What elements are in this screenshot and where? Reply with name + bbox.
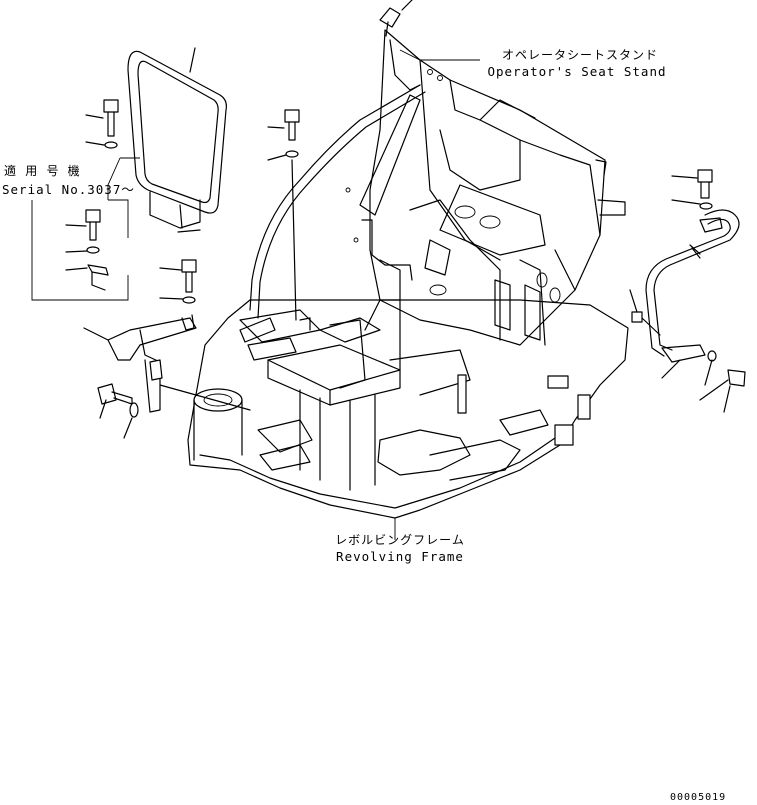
left-handrail: [127, 47, 227, 233]
serial-label-en: Serial No.3037～: [2, 182, 135, 197]
left-bracket: [83, 314, 251, 439]
right-handrail: [629, 169, 746, 413]
frame-label-en: Revolving Frame: [336, 549, 464, 564]
frame-label-jp: レボルビングフレーム: [335, 533, 465, 547]
serial-label-jp: 適 用 号 機: [4, 164, 81, 178]
left-bolts: [85, 99, 300, 304]
side-plate: [329, 94, 421, 389]
seat-stand-label-jp: オペレータシートスタンド: [501, 48, 658, 62]
leader-lines: [107, 49, 480, 540]
top-screw: [379, 0, 413, 37]
drawing-number: 00005019: [670, 792, 727, 803]
left-long-handrail: [239, 84, 426, 343]
revolving-frame: [187, 299, 629, 519]
seat-stand-label-en: Operator's Seat Stand: [487, 64, 667, 79]
serial-box: [31, 199, 129, 301]
